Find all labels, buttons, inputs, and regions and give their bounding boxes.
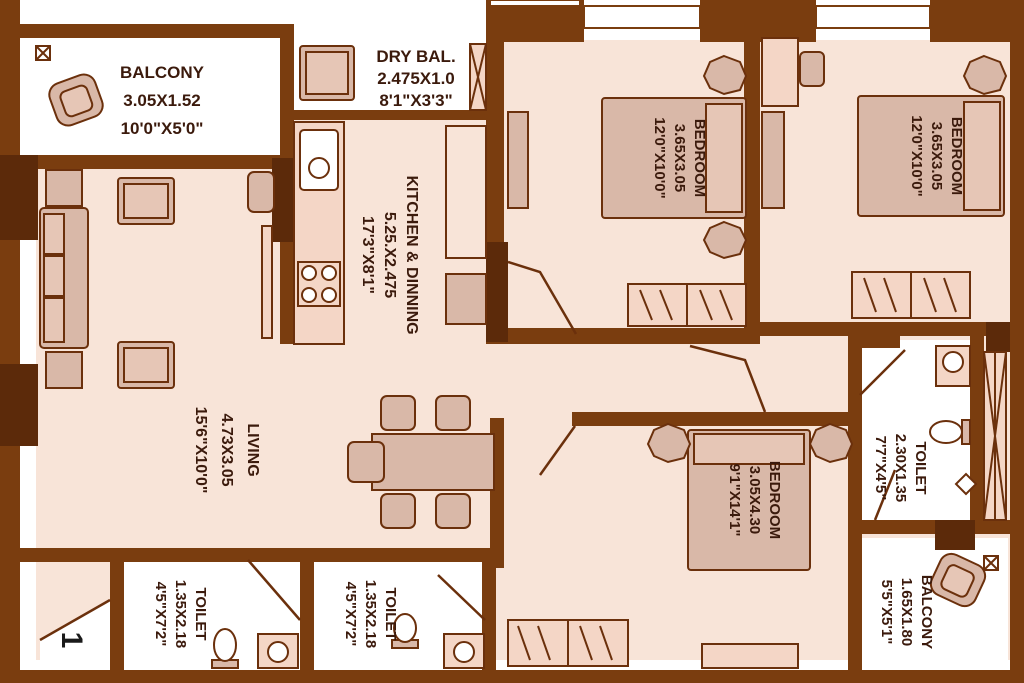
- room-size-ft: 4'5"X7'2": [342, 582, 359, 647]
- room-name: TOILET: [912, 441, 929, 494]
- wardrobe-shelf: [507, 111, 529, 209]
- wc-icon: [929, 419, 971, 445]
- windows: [489, 0, 931, 29]
- room-size-ft: 17'3"X8'1": [359, 216, 376, 294]
- room-size-m: 1.35X2.18: [362, 580, 379, 648]
- wardrobe-icon: [507, 619, 629, 667]
- room-size-ft: 7'7"X4'5": [872, 436, 889, 501]
- lounge-chair-icon: [929, 552, 987, 608]
- room-size-ft: 12'0"X10'0": [651, 117, 668, 198]
- room-size-ft: 5'5"X5'1": [878, 580, 895, 645]
- furniture: [35, 37, 1008, 669]
- room-size-m: 1.35X2.18: [172, 580, 189, 648]
- unit-number: 1: [55, 632, 88, 649]
- desk-icon: [761, 37, 799, 107]
- room-size-ft: 9'1"X14'1": [726, 463, 743, 536]
- room-size-ft: 10'0"X5'0": [121, 119, 204, 138]
- room-name: DRY BAL.: [376, 47, 455, 66]
- dining-table-icon: [371, 433, 495, 491]
- pillow-icon: [705, 103, 743, 213]
- pillow-icon: [963, 101, 1001, 211]
- entry-corner: [40, 600, 110, 672]
- room-name: TOILET: [382, 587, 399, 640]
- nightstand-icon: [808, 422, 854, 464]
- lounge-chair-icon: [48, 73, 104, 127]
- nightstand-icon: [962, 54, 1008, 96]
- room-name: KITCHEN & DINNING: [403, 175, 420, 334]
- wc-icon: [391, 613, 419, 649]
- dry-balcony-door: [469, 43, 487, 111]
- sliding-door-right: [983, 351, 1007, 521]
- room-name: BALCONY: [120, 63, 205, 82]
- room-labels: BALCONY 3.05X1.52 10'0"X5'0" DRY BAL. 2.…: [55, 47, 965, 649]
- kitchen-shelf: [445, 125, 487, 259]
- room-size-ft: 4'5"X7'2": [152, 582, 169, 647]
- room-size-m: 3.05X4.30: [746, 466, 763, 534]
- shower-icon: [954, 472, 978, 496]
- tv-unit: [261, 225, 273, 339]
- room-size-m: 3.65X3.05: [671, 124, 688, 192]
- chair-icon: [799, 51, 825, 87]
- wardrobe-icon: [627, 283, 747, 327]
- room-size-m: 3.05X1.52: [123, 91, 201, 110]
- room-size-m: 3.65X3.05: [928, 122, 945, 190]
- room-size-m: 5.25.X2.475: [381, 212, 398, 298]
- room-size-ft: 15'6"X10'0": [192, 407, 209, 494]
- fridge-icon: [445, 273, 487, 325]
- nightstand-icon: [646, 422, 692, 464]
- room-name: LIVING: [244, 423, 261, 476]
- sofa-icon: [39, 169, 89, 389]
- room-name: BEDROOM: [691, 119, 708, 197]
- room-size-m: 4.73X3.05: [218, 414, 235, 487]
- stove-icon: [297, 261, 341, 307]
- shelf-icon: [761, 111, 785, 209]
- room-size-ft: 8'1"X3'3": [379, 91, 452, 110]
- room-size-m: 2.30X1.35: [892, 434, 909, 502]
- dresser-icon: [701, 643, 799, 669]
- room-name: BEDROOM: [948, 117, 965, 195]
- room-size-m: 1.65X1.80: [898, 578, 915, 646]
- room-size-ft: 12'0"X10'0": [908, 115, 925, 196]
- door-swings: [39, 260, 906, 642]
- wc-icon: [211, 628, 239, 669]
- room-size-m: 2.475X1.0: [377, 69, 455, 88]
- room-name: BEDROOM: [766, 461, 783, 539]
- room-name: TOILET: [192, 587, 209, 640]
- side-table-icon: [247, 171, 275, 213]
- room-name: BALCONY: [918, 575, 935, 649]
- pillow-icon: [693, 433, 805, 465]
- wardrobe-icon: [851, 271, 971, 319]
- nightstand-icon: [702, 220, 748, 260]
- nightstand-icon: [702, 54, 748, 96]
